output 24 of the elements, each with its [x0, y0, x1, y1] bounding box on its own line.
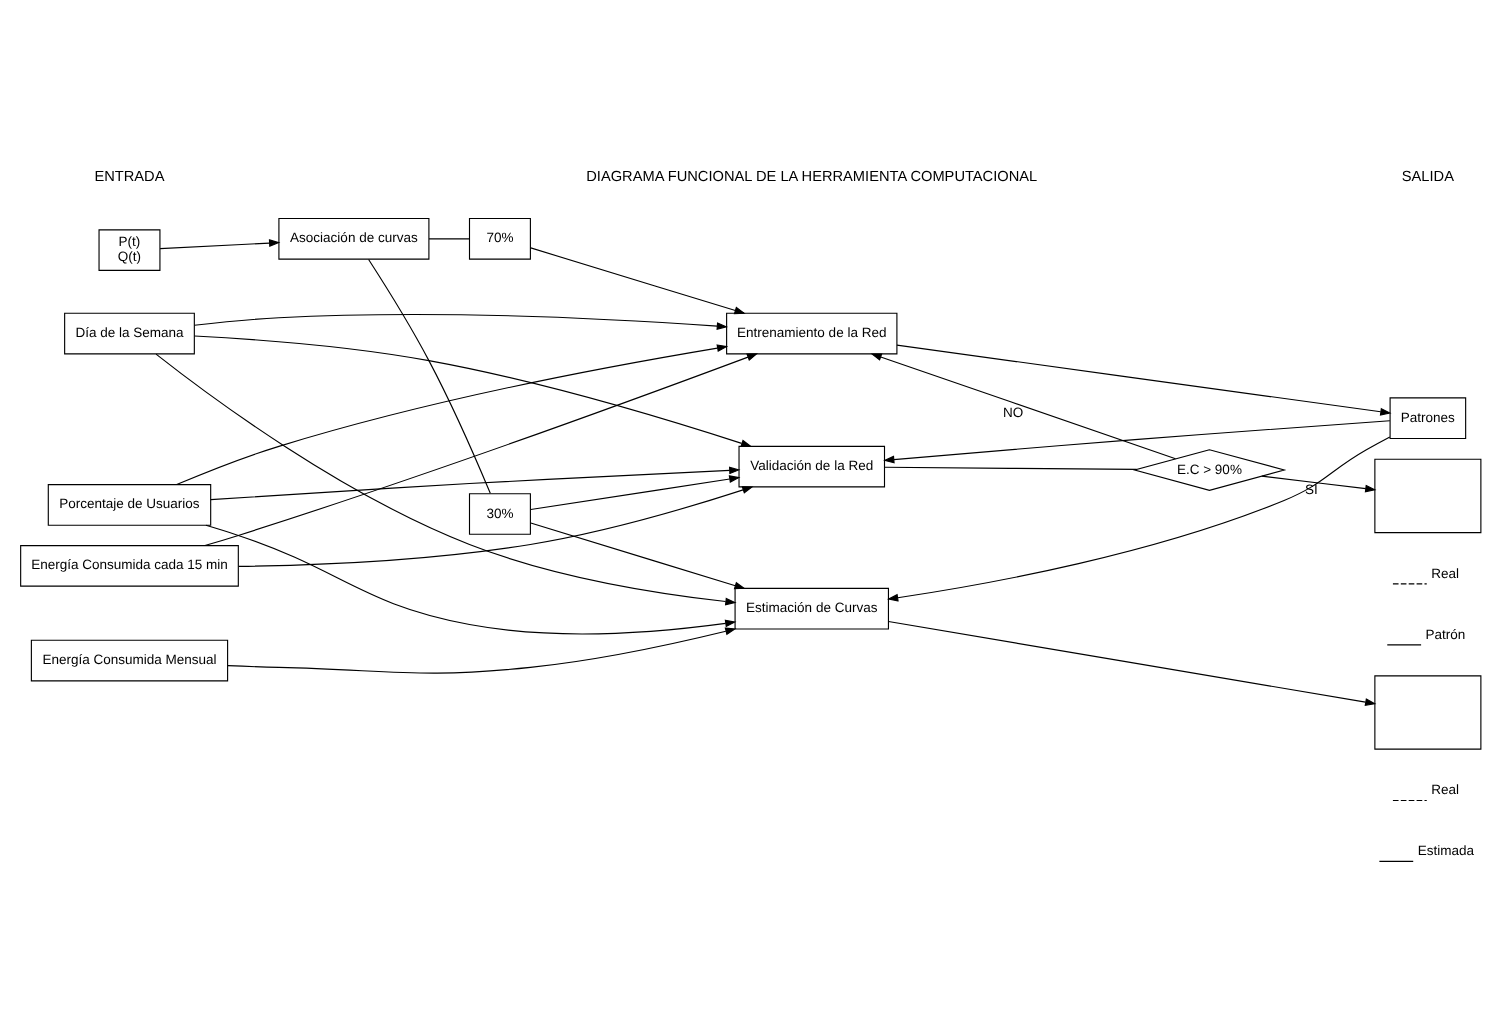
arrow [204, 353, 759, 547]
arrow [155, 353, 737, 606]
arrow [159, 239, 281, 250]
arrow [530, 522, 746, 590]
arrow [883, 420, 1391, 464]
arrow [887, 620, 1377, 706]
arrow [227, 627, 737, 674]
arrow [210, 466, 741, 501]
arrow [886, 436, 1391, 602]
arrow [530, 247, 746, 315]
arrow [1261, 475, 1377, 493]
node-box [1374, 675, 1482, 750]
arrow [205, 524, 737, 635]
arrow [238, 486, 754, 567]
arrow [193, 314, 729, 331]
connector [428, 238, 470, 240]
arrow [896, 344, 1392, 416]
arrow [870, 353, 1177, 460]
arrow [193, 335, 753, 448]
connector [368, 258, 491, 494]
node-box [1374, 458, 1482, 534]
arrow [530, 475, 741, 511]
connector [883, 466, 1138, 470]
arrow [176, 344, 729, 486]
